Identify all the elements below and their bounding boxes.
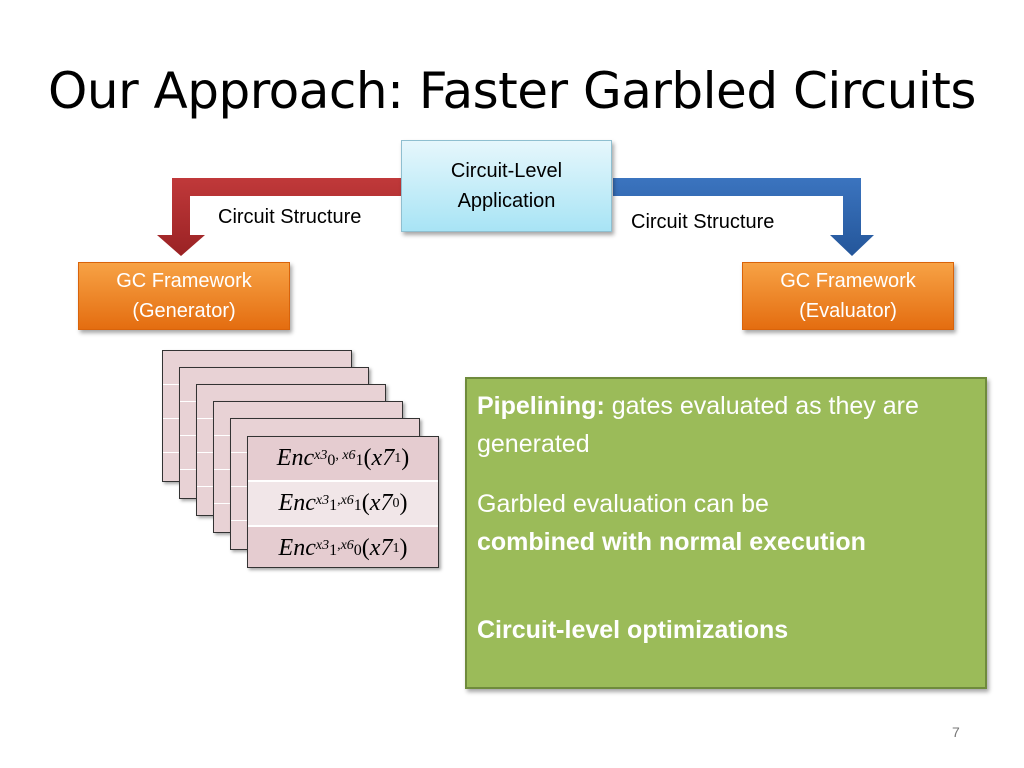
generator-arrow (157, 178, 401, 256)
app-box-line1: Circuit-Level (450, 160, 563, 182)
circuit-structure-label-left: Circuit Structure (218, 206, 362, 228)
gc-framework-evaluator-box: GC Framework (Evaluator) (742, 262, 954, 330)
page-number: 7 (952, 724, 960, 740)
circuit-level-application-box: Circuit-Level Application (401, 140, 612, 232)
gc-framework-generator-box: GC Framework (Generator) (78, 262, 290, 330)
evaluator-line1: GC Framework (780, 270, 916, 292)
generator-line2: (Generator) (132, 300, 236, 322)
slide-title: Our Approach: Faster Garbled Circuits (48, 62, 976, 120)
generator-line1: GC Framework (116, 270, 252, 292)
evaluator-arrow (613, 178, 874, 256)
benefits-box: Pipelining: gates evaluated as they are … (465, 377, 987, 689)
circuit-structure-label-right: Circuit Structure (631, 211, 775, 233)
app-box-line2: Application (457, 190, 556, 212)
evaluator-line2: (Evaluator) (799, 300, 897, 322)
optimizations-point: Circuit-level optimizations (477, 616, 789, 644)
pipelining-point: Pipelining: gates evaluated as they are … (477, 392, 919, 458)
